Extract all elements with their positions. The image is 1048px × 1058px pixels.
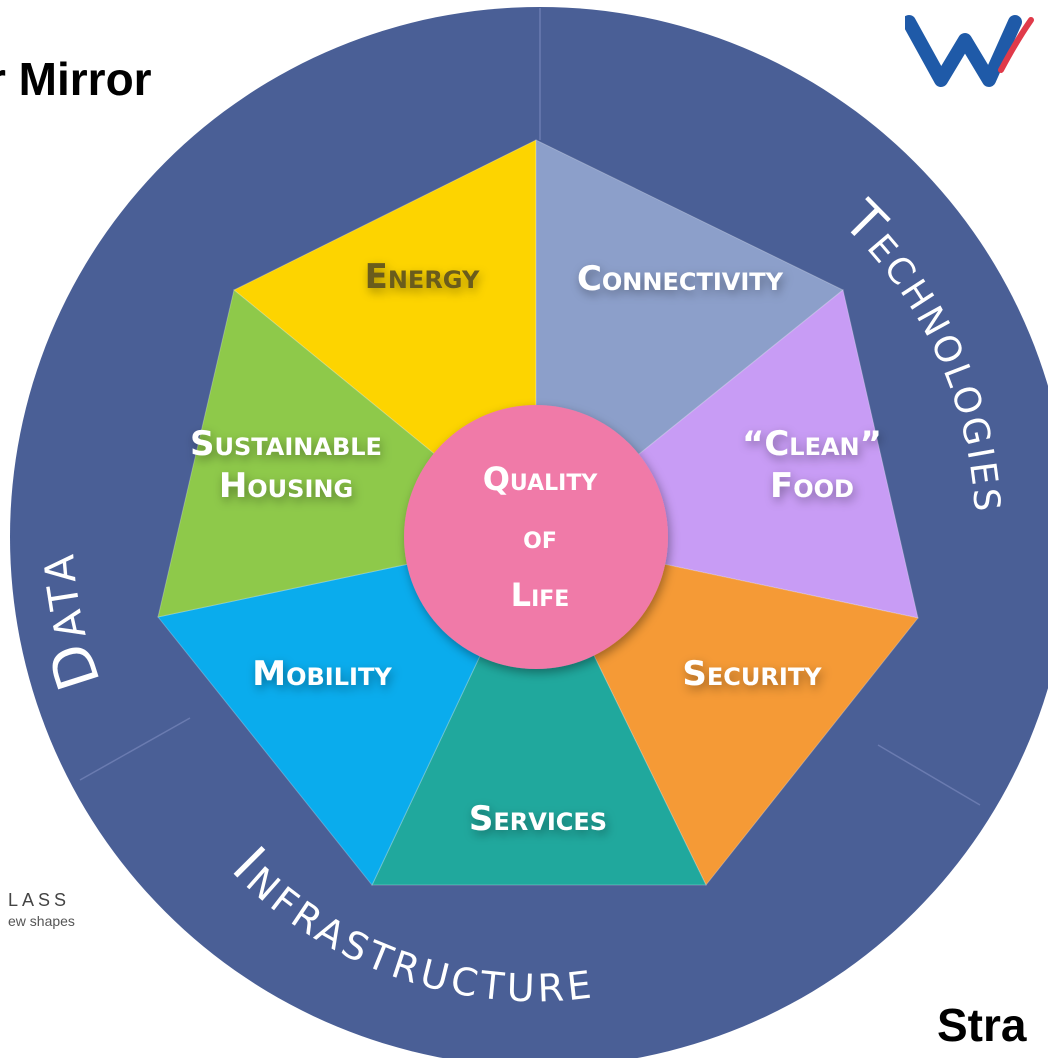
segment-label-line: Mobility xyxy=(252,654,392,694)
slide-subtitle-fragment: Stra xyxy=(937,999,1027,1051)
segment-label-line: Services xyxy=(469,799,607,839)
segment-label-line: Connectivity xyxy=(577,259,784,299)
segment-label-line: Energy xyxy=(365,257,480,297)
segment-label: Mobility xyxy=(252,654,392,694)
brand-name: LASS xyxy=(8,890,71,910)
segment-label-line: Sustainable xyxy=(190,424,382,464)
ring-divider-left xyxy=(79,717,191,781)
segment-label: Connectivity xyxy=(577,259,784,299)
ring-divider-right xyxy=(877,744,981,806)
center-circle xyxy=(404,405,668,669)
center-label-line: Quality xyxy=(483,460,599,498)
brand-tagline: ew shapes xyxy=(8,913,75,929)
segment-label-line: “Clean” xyxy=(742,424,882,464)
brand-block: LASS ew shapes xyxy=(8,890,75,929)
company-logo xyxy=(905,15,1034,87)
segment-label-line: Food xyxy=(770,466,854,506)
segment-label-line: Security xyxy=(682,654,822,694)
center-label-line: of xyxy=(523,518,557,556)
segment-labels: Energy Connectivity “Clean”FoodSecuritySer… xyxy=(190,257,882,839)
segment-label-line: Housing xyxy=(219,466,353,506)
segment-label: Energy xyxy=(365,257,480,297)
segment-label: Security xyxy=(682,654,822,694)
segment-label: “Clean”Food xyxy=(742,424,882,506)
center-label-line: Life xyxy=(511,576,570,614)
slide-title-fragment: r Mirror xyxy=(0,53,152,105)
segment-label: Services xyxy=(469,799,607,839)
